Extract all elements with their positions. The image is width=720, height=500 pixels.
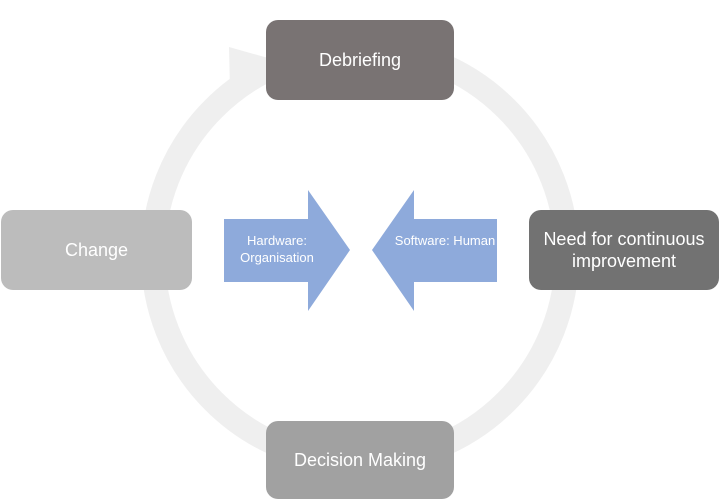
software-arrow-shape <box>372 190 497 311</box>
hardware-arrow-shape <box>224 190 350 311</box>
cycle-arrowhead-icon <box>229 47 268 90</box>
need-for-continuous-improvement-box: Need for continuous improvement <box>529 210 719 290</box>
decision-making-label: Decision Making <box>293 449 427 470</box>
change-box: Change <box>1 210 192 290</box>
cycle-ring <box>141 36 579 474</box>
debriefing-box: Debriefing <box>266 20 454 100</box>
hardware-organisation-label: Hardware: Organisation <box>240 233 314 265</box>
debriefing-label: Debriefing <box>318 49 402 70</box>
change-label: Change <box>64 239 129 260</box>
software-human-label: Software: Human <box>394 233 496 248</box>
need-for-continuous-improvement-label: Need for continuous improvement <box>543 228 705 272</box>
decision-making-box: Decision Making <box>266 421 454 499</box>
